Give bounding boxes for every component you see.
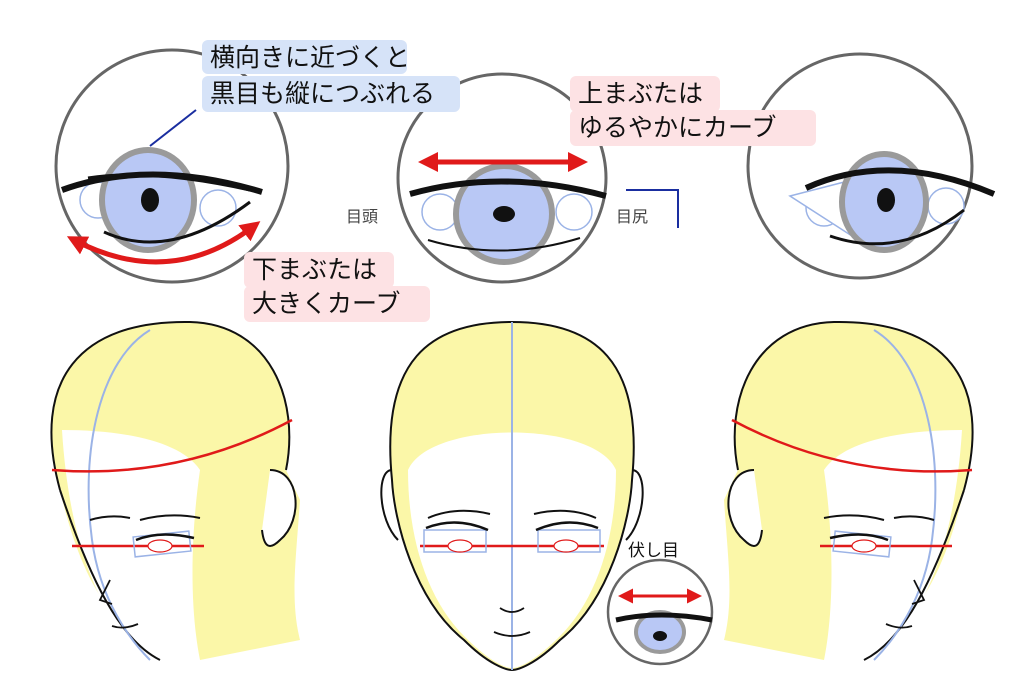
label-inner-corner: 目頭 bbox=[346, 207, 378, 226]
head-three-quarter-left bbox=[50, 320, 301, 661]
head-front bbox=[380, 320, 644, 672]
highlight-bg bbox=[570, 110, 816, 146]
label-iris-squash-2: 黒目も縦につぶれる bbox=[210, 79, 435, 108]
label-upper-lid-1: 上まぶたは bbox=[578, 79, 703, 108]
label-iris-squash-1: 横向きに近づくと bbox=[210, 43, 410, 72]
highlight-bg bbox=[244, 286, 430, 322]
downcast-eye-circle bbox=[606, 558, 714, 666]
label-outer-corner: 目尻 bbox=[616, 207, 648, 226]
label-lower-lid-1: 下まぶたは bbox=[252, 255, 377, 284]
label-upper-lid-2: ゆるやかにカーブ bbox=[578, 113, 777, 142]
highlight-bg bbox=[570, 76, 720, 112]
eye-closeup-right bbox=[746, 52, 996, 280]
label-downcast-eye: 伏し目 bbox=[628, 541, 679, 561]
head-three-quarter-right bbox=[724, 320, 974, 661]
highlight-bg bbox=[244, 252, 394, 288]
highlight-bg bbox=[202, 40, 407, 74]
eye-closeup-center bbox=[396, 72, 679, 284]
label-lower-lid-2: 大きくカーブ bbox=[252, 289, 401, 318]
highlight-bg bbox=[202, 76, 460, 112]
